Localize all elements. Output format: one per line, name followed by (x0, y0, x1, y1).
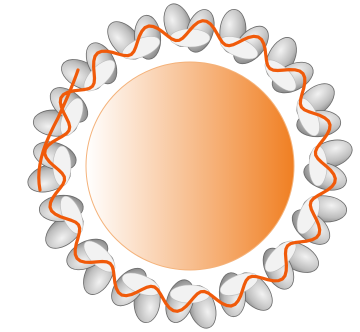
shell-molecule (159, 0, 219, 56)
orange-core-sphere (86, 62, 294, 270)
shell-molecule (161, 276, 221, 332)
shell-molecule (24, 137, 80, 197)
shell-molecule (300, 135, 356, 195)
